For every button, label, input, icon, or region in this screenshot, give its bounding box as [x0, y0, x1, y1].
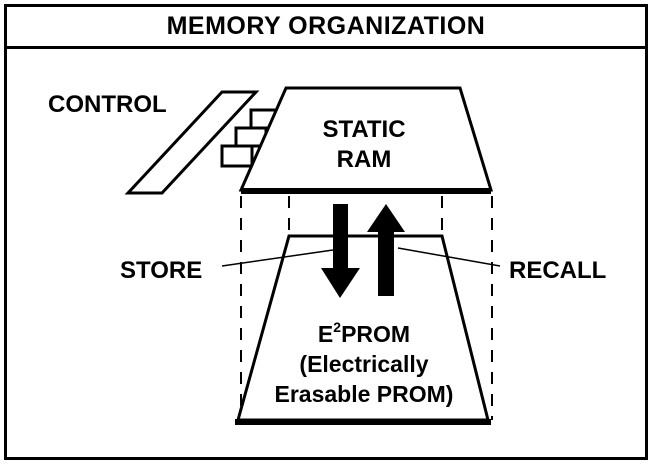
control-connectors	[220, 108, 281, 168]
eeprom-suffix-text: PROM	[341, 321, 410, 347]
recall-label: RECALL	[509, 257, 606, 284]
store-leader	[221, 249, 334, 267]
store-arrow	[321, 204, 360, 298]
dashed-guides	[240, 196, 493, 420]
recall-arrow	[367, 204, 405, 296]
store-label: STORE	[120, 257, 202, 284]
title-bar: MEMORY ORGANIZATION	[7, 7, 645, 49]
control-label: CONTROL	[48, 91, 167, 118]
diagram-frame: MEMORY ORGANIZATION	[4, 4, 648, 460]
recall-leader	[397, 247, 501, 267]
eeprom-label-line2: (Electrically	[299, 351, 428, 377]
diagram-title: MEMORY ORGANIZATION	[166, 12, 486, 40]
eeprom-superscript: 2	[333, 319, 341, 335]
control-bar	[124, 90, 260, 195]
eeprom-base-text: E	[318, 321, 333, 347]
ram-label-line2: RAM	[337, 146, 392, 173]
eeprom-label-line3: Erasable PROM)	[275, 381, 454, 407]
eeprom-label-line1: E2PROM	[318, 319, 410, 347]
ram-label-line1: STATIC	[322, 116, 405, 143]
